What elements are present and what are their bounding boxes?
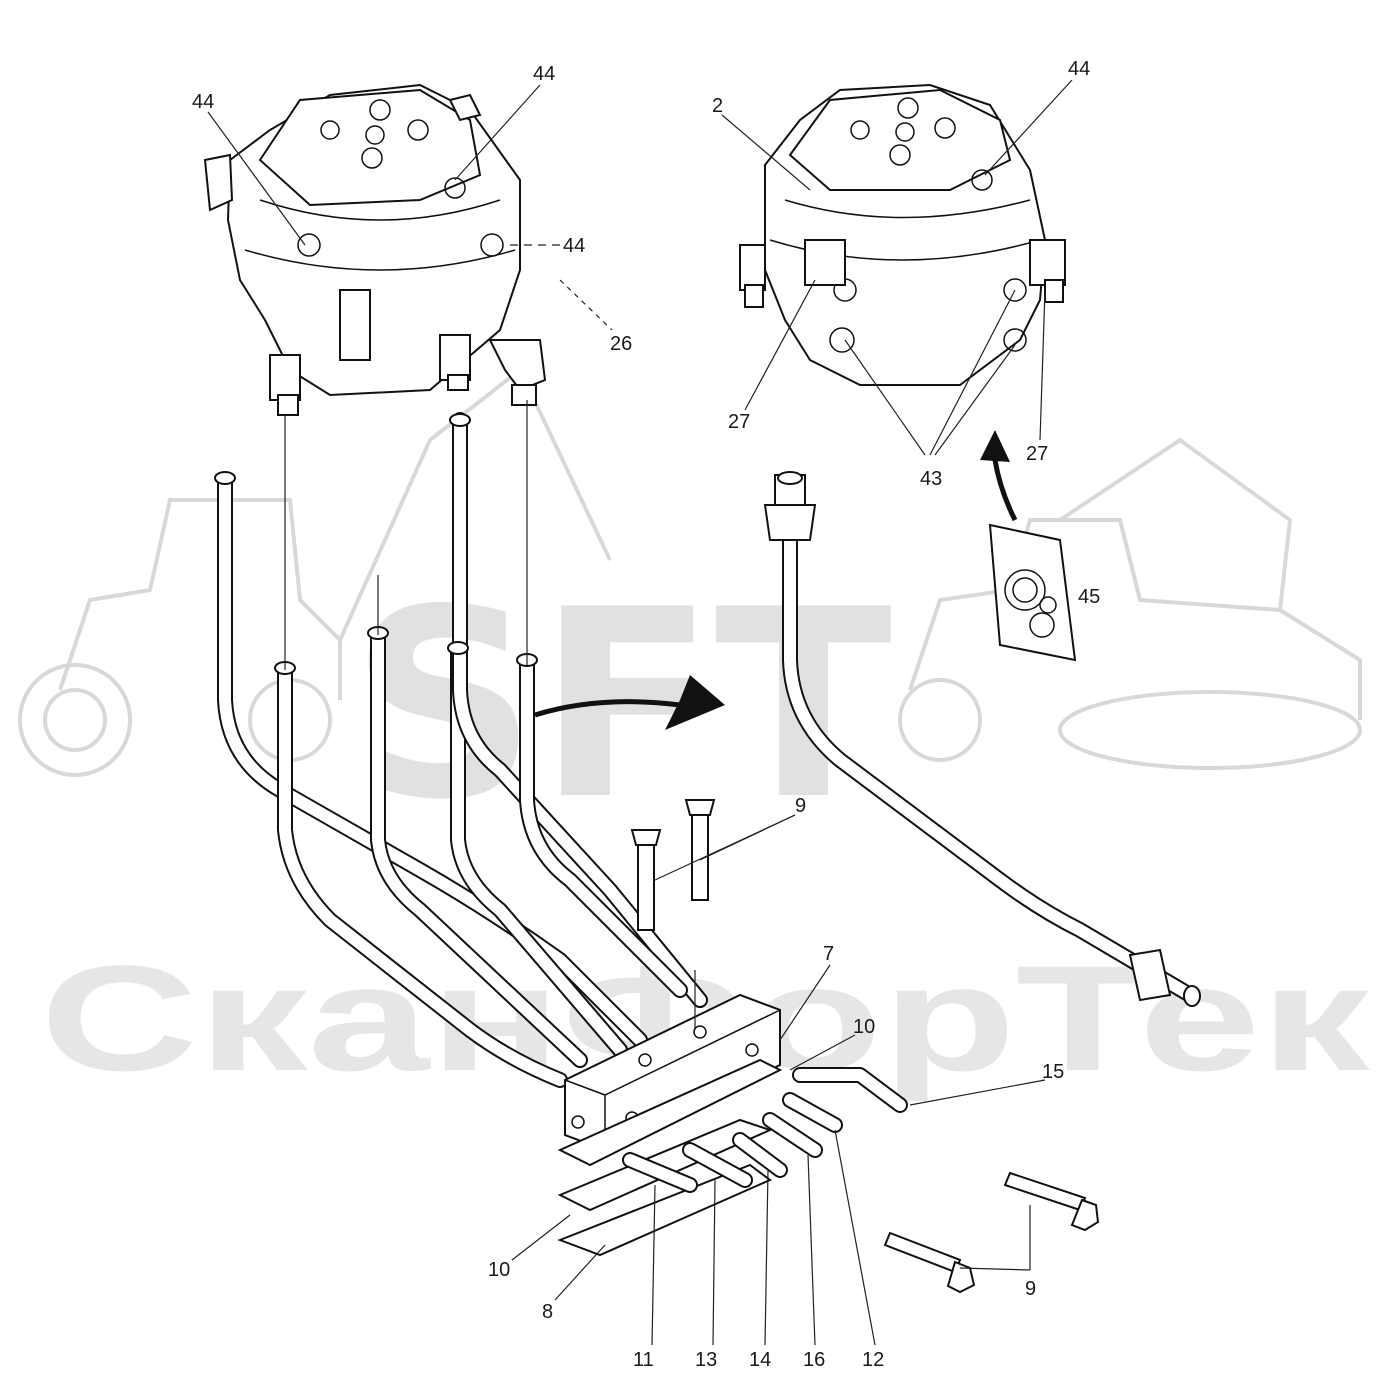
- callout-27-right: 27: [1026, 443, 1048, 465]
- arrow-right-icon: [534, 675, 725, 730]
- callout-44-side: 44: [563, 235, 585, 257]
- callout-7: 7: [823, 943, 834, 965]
- control-valve-right: [739, 83, 1066, 386]
- excavator-watermark-icon: [898, 437, 1362, 770]
- callout-16: 16: [803, 1349, 825, 1371]
- callout-44-right: 44: [1068, 58, 1090, 80]
- callout-27-left: 27: [728, 411, 750, 433]
- short-pipes: [622, 1067, 908, 1193]
- arrow-up-icon: [980, 430, 1018, 522]
- control-valve-left: [203, 83, 547, 416]
- callout-44-left: 44: [192, 91, 214, 113]
- callout-14: 14: [749, 1349, 771, 1371]
- long-pipe: [763, 471, 1201, 1007]
- callout-9-top: 9: [795, 795, 806, 817]
- callout-10-top: 10: [853, 1016, 875, 1038]
- callout-2: 2: [712, 95, 723, 117]
- callout-8: 8: [542, 1301, 553, 1323]
- leader-lines: [207, 79, 1073, 1346]
- callout-26: 26: [610, 333, 632, 355]
- bolts-top: [630, 799, 716, 931]
- bolts-bottom: [883, 1171, 1100, 1294]
- callout-11: 11: [633, 1349, 654, 1371]
- seal-kit: [988, 523, 1077, 662]
- watermark-logo: SFT: [350, 555, 894, 857]
- callout-44-top: 44: [533, 63, 555, 85]
- callout-10-bottom: 10: [488, 1259, 510, 1281]
- callout-45: 45: [1078, 586, 1100, 608]
- callout-43: 43: [920, 468, 942, 490]
- callout-9-bottom: 9: [1025, 1278, 1036, 1300]
- callout-12: 12: [862, 1349, 884, 1371]
- callout-15: 15: [1042, 1061, 1064, 1083]
- callout-labels: 44 44 44 26 2 44 27 27 43 45 9 7 10 15 1…: [192, 58, 1100, 1371]
- callout-13: 13: [695, 1349, 717, 1371]
- hydraulic-pipes-group: [214, 412, 708, 1088]
- pipe-clamp: [557, 993, 783, 1257]
